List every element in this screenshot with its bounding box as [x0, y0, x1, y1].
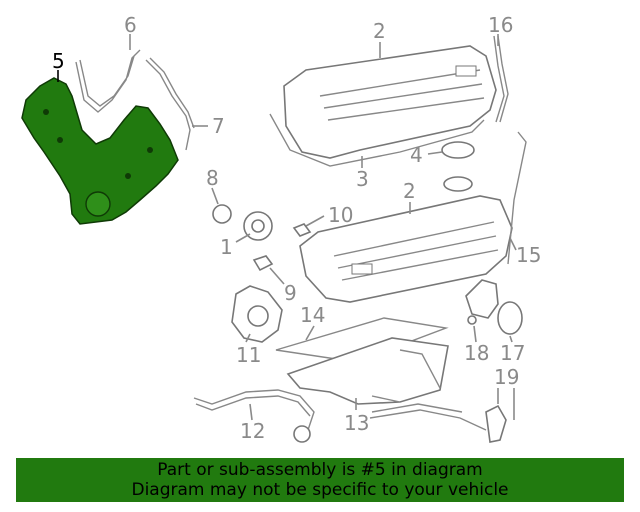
leader-line-17	[509, 335, 513, 343]
timing-cover-bolt-hole	[125, 173, 131, 179]
part-notice-line2: Diagram may not be specific to your vehi…	[131, 480, 509, 500]
callout-8[interactable]: 8	[206, 166, 219, 190]
sensor-harness	[369, 403, 487, 431]
oil-pan	[286, 337, 449, 405]
cam-sensor	[292, 223, 312, 237]
leader-line-15	[509, 237, 517, 251]
front-cover-gasket-right	[145, 57, 195, 151]
callout-17[interactable]: 17	[500, 341, 525, 365]
callout-4[interactable]: 4	[410, 143, 423, 167]
crank-seal	[212, 204, 232, 224]
oil-pan-sump	[371, 349, 441, 403]
oil-pickup-tube	[193, 389, 315, 437]
leader-line-12	[249, 403, 253, 421]
crank-sensor	[252, 255, 274, 272]
callout-7[interactable]: 7	[212, 114, 225, 138]
part-notice-line1: Part or sub-assembly is #5 in diagram	[157, 460, 483, 480]
callout-2[interactable]: 2	[373, 19, 386, 43]
timing-cover-bolt-hole	[43, 109, 49, 115]
leader-line-9	[269, 267, 285, 285]
timing-cover-bolt-hole	[147, 147, 153, 153]
callout-1[interactable]: 1	[220, 235, 233, 259]
valve-cover-upper-badge	[455, 65, 477, 77]
oil-filler-cap	[441, 141, 475, 159]
callout-16[interactable]: 16	[488, 13, 513, 37]
leader-line-1	[235, 233, 251, 243]
valve-cover-upper	[283, 45, 497, 159]
oil-filter-adapter-port	[467, 315, 477, 325]
dipstick	[507, 131, 527, 265]
leader-line-11	[245, 333, 251, 343]
valve-cover-lower-ribs	[333, 221, 499, 281]
oil-filter-adapter	[465, 279, 499, 319]
valve-cover-lower	[299, 195, 513, 303]
valve-cover-upper-ribs	[319, 69, 485, 121]
valve-cover-lower-badge	[351, 263, 373, 275]
oil-pump-gear	[247, 305, 269, 327]
callout-10[interactable]: 10	[328, 203, 353, 227]
oil-level-sensor	[485, 404, 507, 443]
leader-line-19	[497, 388, 515, 420]
oil-filler-neck	[443, 176, 473, 192]
front-cover-gasket-left	[75, 49, 141, 113]
leader-line-8	[211, 187, 219, 205]
pcv-tube	[493, 35, 509, 123]
callout-18[interactable]: 18	[464, 341, 489, 365]
callout-19[interactable]: 19	[494, 365, 519, 389]
leader-line-4	[427, 151, 443, 155]
callout-11[interactable]: 11	[236, 343, 261, 367]
leader-line-18	[473, 325, 477, 343]
callout-6[interactable]: 6	[124, 13, 137, 37]
timing-cover-seal-bore	[85, 191, 111, 217]
leader-line-10	[305, 215, 325, 227]
oil-pan-gasket	[275, 317, 449, 363]
callout-9[interactable]: 9	[284, 281, 297, 305]
parts-diagram: 5 6 7 2 16 4 3 8 10 2 1 15 9 14 11 18 17…	[21, 13, 541, 443]
leader-line-14	[305, 325, 315, 341]
callout-14[interactable]: 14	[300, 303, 325, 327]
callout-12[interactable]: 12	[240, 419, 265, 443]
callout-13[interactable]: 13	[344, 411, 369, 435]
timing-cover-highlighted	[21, 77, 179, 225]
oil-pickup-screen	[293, 425, 311, 443]
callout-3[interactable]: 3	[356, 167, 369, 191]
callout-2[interactable]: 2	[403, 179, 416, 203]
part-notice-banner: Part or sub-assembly is #5 in diagram Di…	[16, 458, 624, 502]
callout-5[interactable]: 5	[52, 49, 65, 73]
callout-15[interactable]: 15	[516, 243, 541, 267]
oil-filter	[497, 301, 523, 335]
crank-damper-hub	[251, 219, 265, 233]
timing-cover-bolt-hole	[57, 137, 63, 143]
valve-cover-upper-gasket	[269, 113, 485, 167]
